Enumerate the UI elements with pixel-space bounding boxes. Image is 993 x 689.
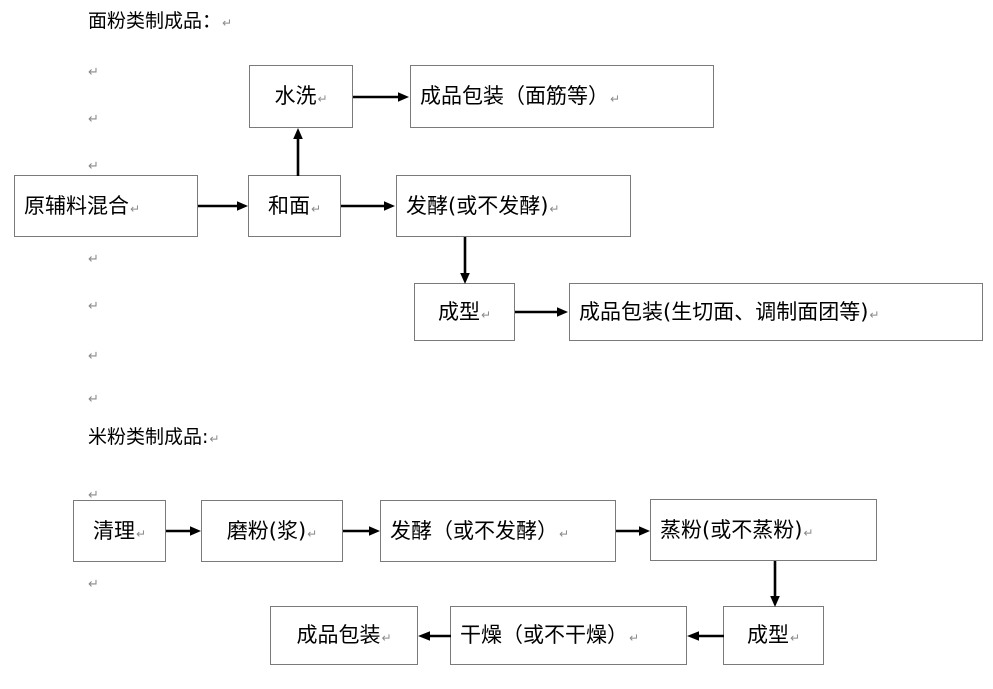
node-water-washing[interactable]: 水洗↵ — [249, 65, 353, 128]
node-label: 原辅料混合↵ — [24, 193, 141, 218]
section-heading-flour: 面粉类制成品：↵ — [88, 12, 232, 31]
node-steaming[interactable]: 蒸粉(或不蒸粉)↵ — [650, 499, 877, 561]
arrow-fermentation-to-forming — [457, 237, 473, 284]
node-label: 磨粉(浆)↵ — [226, 518, 318, 543]
arrow-water-washing-to-pack-gluten — [353, 89, 411, 105]
node-pack-gluten[interactable]: 成品包装（面筋等）↵ — [410, 65, 714, 128]
node-label: 成品包装（面筋等）↵ — [420, 84, 621, 108]
arrow-fermentation-to-steaming — [616, 523, 652, 539]
paragraph-mark: ↵ — [88, 112, 99, 127]
section-heading-flour-text: 面粉类制成品： — [88, 10, 222, 32]
node-label: 成型↵ — [437, 299, 492, 324]
node-label: 水洗↵ — [274, 84, 328, 108]
node-raw-mix[interactable]: 原辅料混合↵ — [14, 175, 198, 237]
paragraph-mark: ↵ — [88, 577, 99, 592]
paragraph-mark: ↵ — [222, 16, 233, 30]
paragraph-mark: ↵ — [88, 299, 99, 314]
node-label: 蒸粉(或不蒸粉)↵ — [660, 517, 814, 542]
node-label: 成型↵ — [746, 623, 801, 647]
node-label: 发酵(或不发酵)↵ — [406, 193, 560, 218]
node-cleaning[interactable]: 清理↵ — [73, 500, 166, 562]
node-label: 发酵（或不发酵）↵ — [390, 518, 570, 543]
node-packaging-rice[interactable]: 成品包装↵ — [270, 606, 418, 665]
arrow-forming-to-pack-noodle — [515, 304, 570, 320]
node-pack-noodle[interactable]: 成品包装(生切面、调制面团等)↵ — [569, 283, 983, 341]
paragraph-mark: ↵ — [209, 432, 220, 446]
arrow-forming-to-drying — [687, 628, 724, 644]
paragraph-mark: ↵ — [88, 65, 99, 80]
node-milling[interactable]: 磨粉(浆)↵ — [201, 500, 343, 562]
node-label: 成品包装↵ — [296, 623, 392, 647]
arrow-dough-mixing-to-fermentation — [341, 198, 397, 214]
node-label: 清理↵ — [92, 518, 147, 543]
node-fermentation-flour[interactable]: 发酵(或不发酵)↵ — [396, 175, 631, 237]
arrow-raw-mix-to-dough-mixing — [198, 198, 250, 214]
paragraph-mark: ↵ — [88, 392, 99, 407]
section-heading-rice: 米粉类制成品:↵ — [88, 428, 219, 447]
paragraph-mark: ↵ — [88, 159, 99, 174]
arrow-drying-to-packaging — [418, 628, 451, 644]
arrow-milling-to-fermentation — [343, 523, 382, 539]
paragraph-mark: ↵ — [88, 488, 99, 503]
node-forming-rice[interactable]: 成型↵ — [723, 606, 824, 665]
node-label: 成品包装(生切面、调制面团等)↵ — [579, 299, 880, 324]
node-dough-mixing[interactable]: 和面↵ — [248, 175, 341, 237]
paragraph-mark: ↵ — [88, 349, 99, 364]
node-label: 干燥（或不干燥）↵ — [460, 623, 640, 647]
node-label: 和面↵ — [267, 193, 322, 218]
node-fermentation-rice[interactable]: 发酵（或不发酵）↵ — [380, 500, 616, 562]
paragraph-mark: ↵ — [88, 252, 99, 267]
node-drying[interactable]: 干燥（或不干燥）↵ — [450, 606, 687, 665]
arrow-dough-mixing-to-water-washing — [290, 128, 306, 176]
arrow-cleaning-to-milling — [166, 523, 203, 539]
node-forming-flour[interactable]: 成型↵ — [414, 283, 515, 341]
section-heading-rice-text: 米粉类制成品: — [88, 426, 209, 448]
arrow-steaming-to-forming — [767, 561, 783, 607]
